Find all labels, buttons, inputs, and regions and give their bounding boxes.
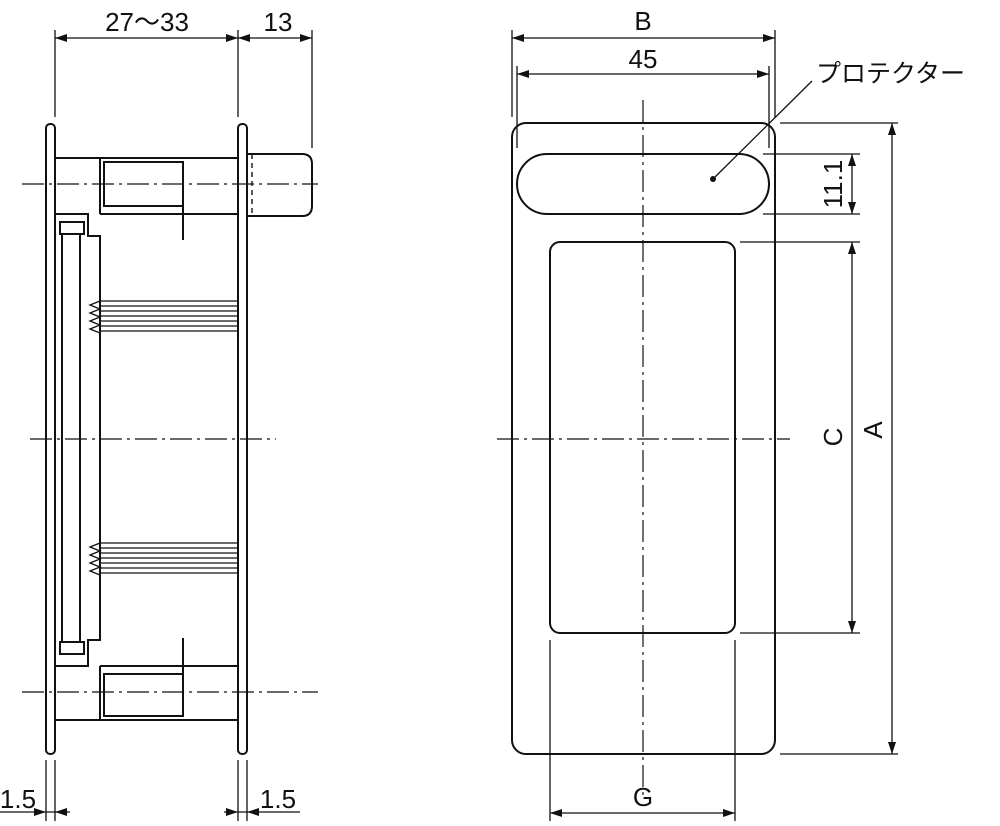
lower-ribs: [88, 542, 238, 576]
dim-protector-height-label: 11.1: [818, 160, 848, 209]
dim-depth-label: 27〜33: [105, 7, 189, 37]
dim-a-label: A: [858, 421, 888, 439]
dim-left-thickness-label: 1.5: [0, 784, 36, 814]
dim-width-label: 45: [629, 44, 658, 74]
upper-ribs: [88, 300, 238, 334]
protector-knob: [247, 153, 313, 217]
dim-c-label: C: [818, 428, 848, 447]
leader-dot: [710, 176, 716, 182]
protector-label: プロテクター: [816, 60, 965, 88]
dim-g-label: G: [633, 782, 653, 812]
lower-block: [103, 673, 184, 717]
dim-b-label: B: [634, 6, 651, 36]
cup-profile: [55, 213, 101, 667]
side-view: 27〜33 13 1.5 1.5: [0, 7, 318, 821]
dim-protrusion-label: 13: [264, 7, 293, 37]
dim-right-thickness-label: 1.5: [260, 784, 296, 814]
front-view: B 45 11.1 C A G プロテクター: [497, 6, 965, 821]
